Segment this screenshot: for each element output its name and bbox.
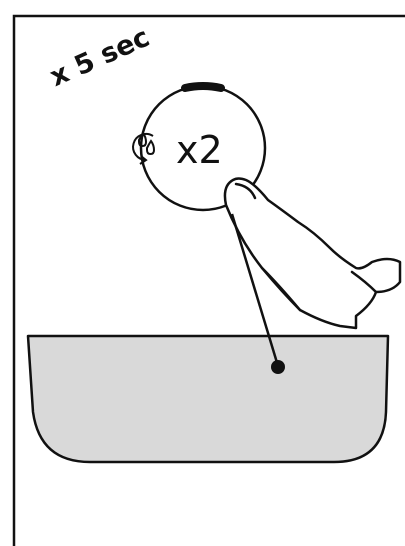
- led-indicator-bar: [185, 86, 221, 88]
- pressing-finger-icon: [225, 179, 400, 329]
- pointer-dot: [271, 360, 285, 374]
- press-count-label: x2: [176, 128, 223, 172]
- drip-tray: [28, 336, 388, 462]
